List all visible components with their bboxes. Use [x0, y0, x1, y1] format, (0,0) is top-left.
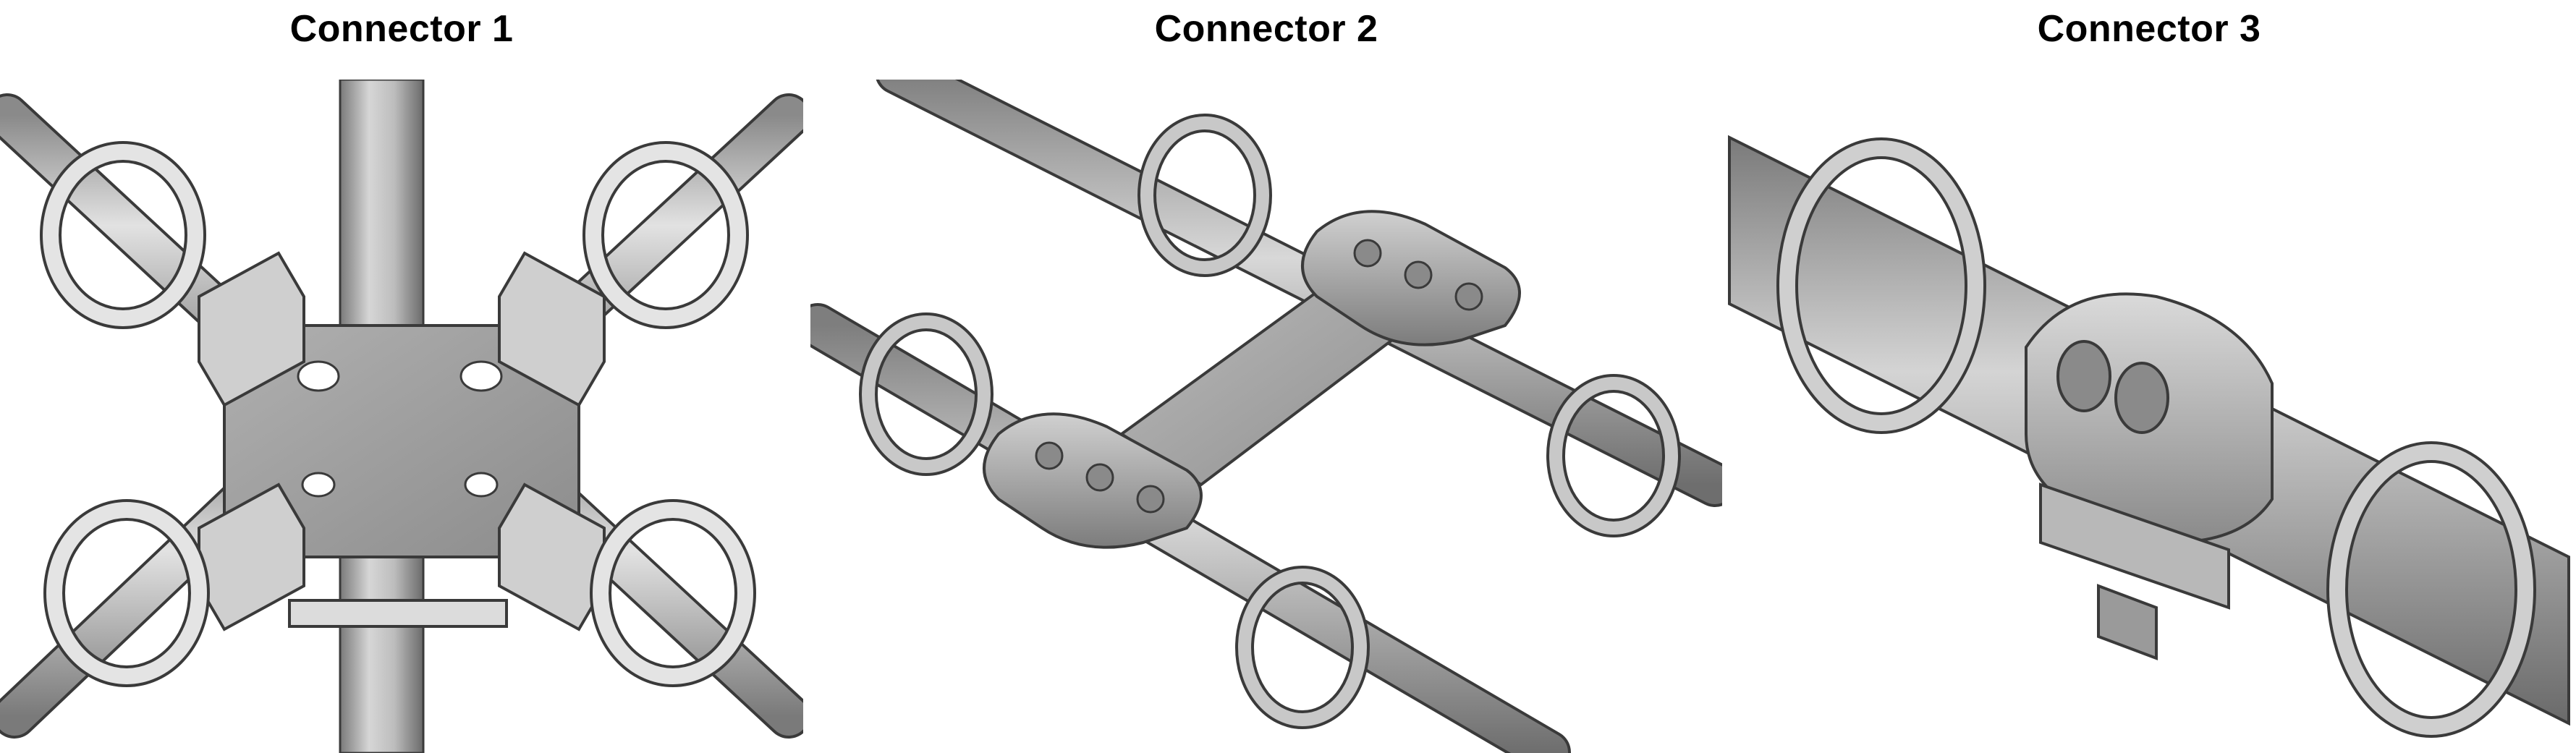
central-clamp: [2025, 292, 2274, 660]
bottom-bracket: [288, 599, 508, 628]
plate-hole: [464, 472, 499, 498]
connector-2-drawing: [810, 80, 1722, 753]
panel-title-connector-3: Connector 3: [2037, 8, 2261, 50]
connector-3-illustration: [1722, 80, 2576, 753]
connector-1-illustration: [0, 80, 803, 753]
panel-connector-3: Connector 3: [1722, 0, 2576, 753]
panel-title-connector-1: Connector 1: [289, 8, 514, 50]
plate-hole: [297, 360, 340, 392]
hand-rings: [859, 114, 1681, 729]
hand-rings: [40, 141, 756, 687]
connector-1-drawing: [0, 80, 803, 753]
rod-clamps: [198, 251, 606, 631]
panel-title-connector-2: Connector 2: [1154, 8, 1378, 50]
panel-connector-1: Connector 1: [0, 0, 803, 753]
clamp-bolts: [1035, 239, 1483, 514]
connector-2-illustration: [810, 80, 1722, 753]
plate-hole: [459, 360, 503, 392]
plate-hole: [301, 472, 336, 498]
panel-connector-2: Connector 2: [810, 0, 1722, 753]
hand-rings: [1776, 137, 2536, 738]
connector-3-drawing: [1728, 135, 2570, 738]
